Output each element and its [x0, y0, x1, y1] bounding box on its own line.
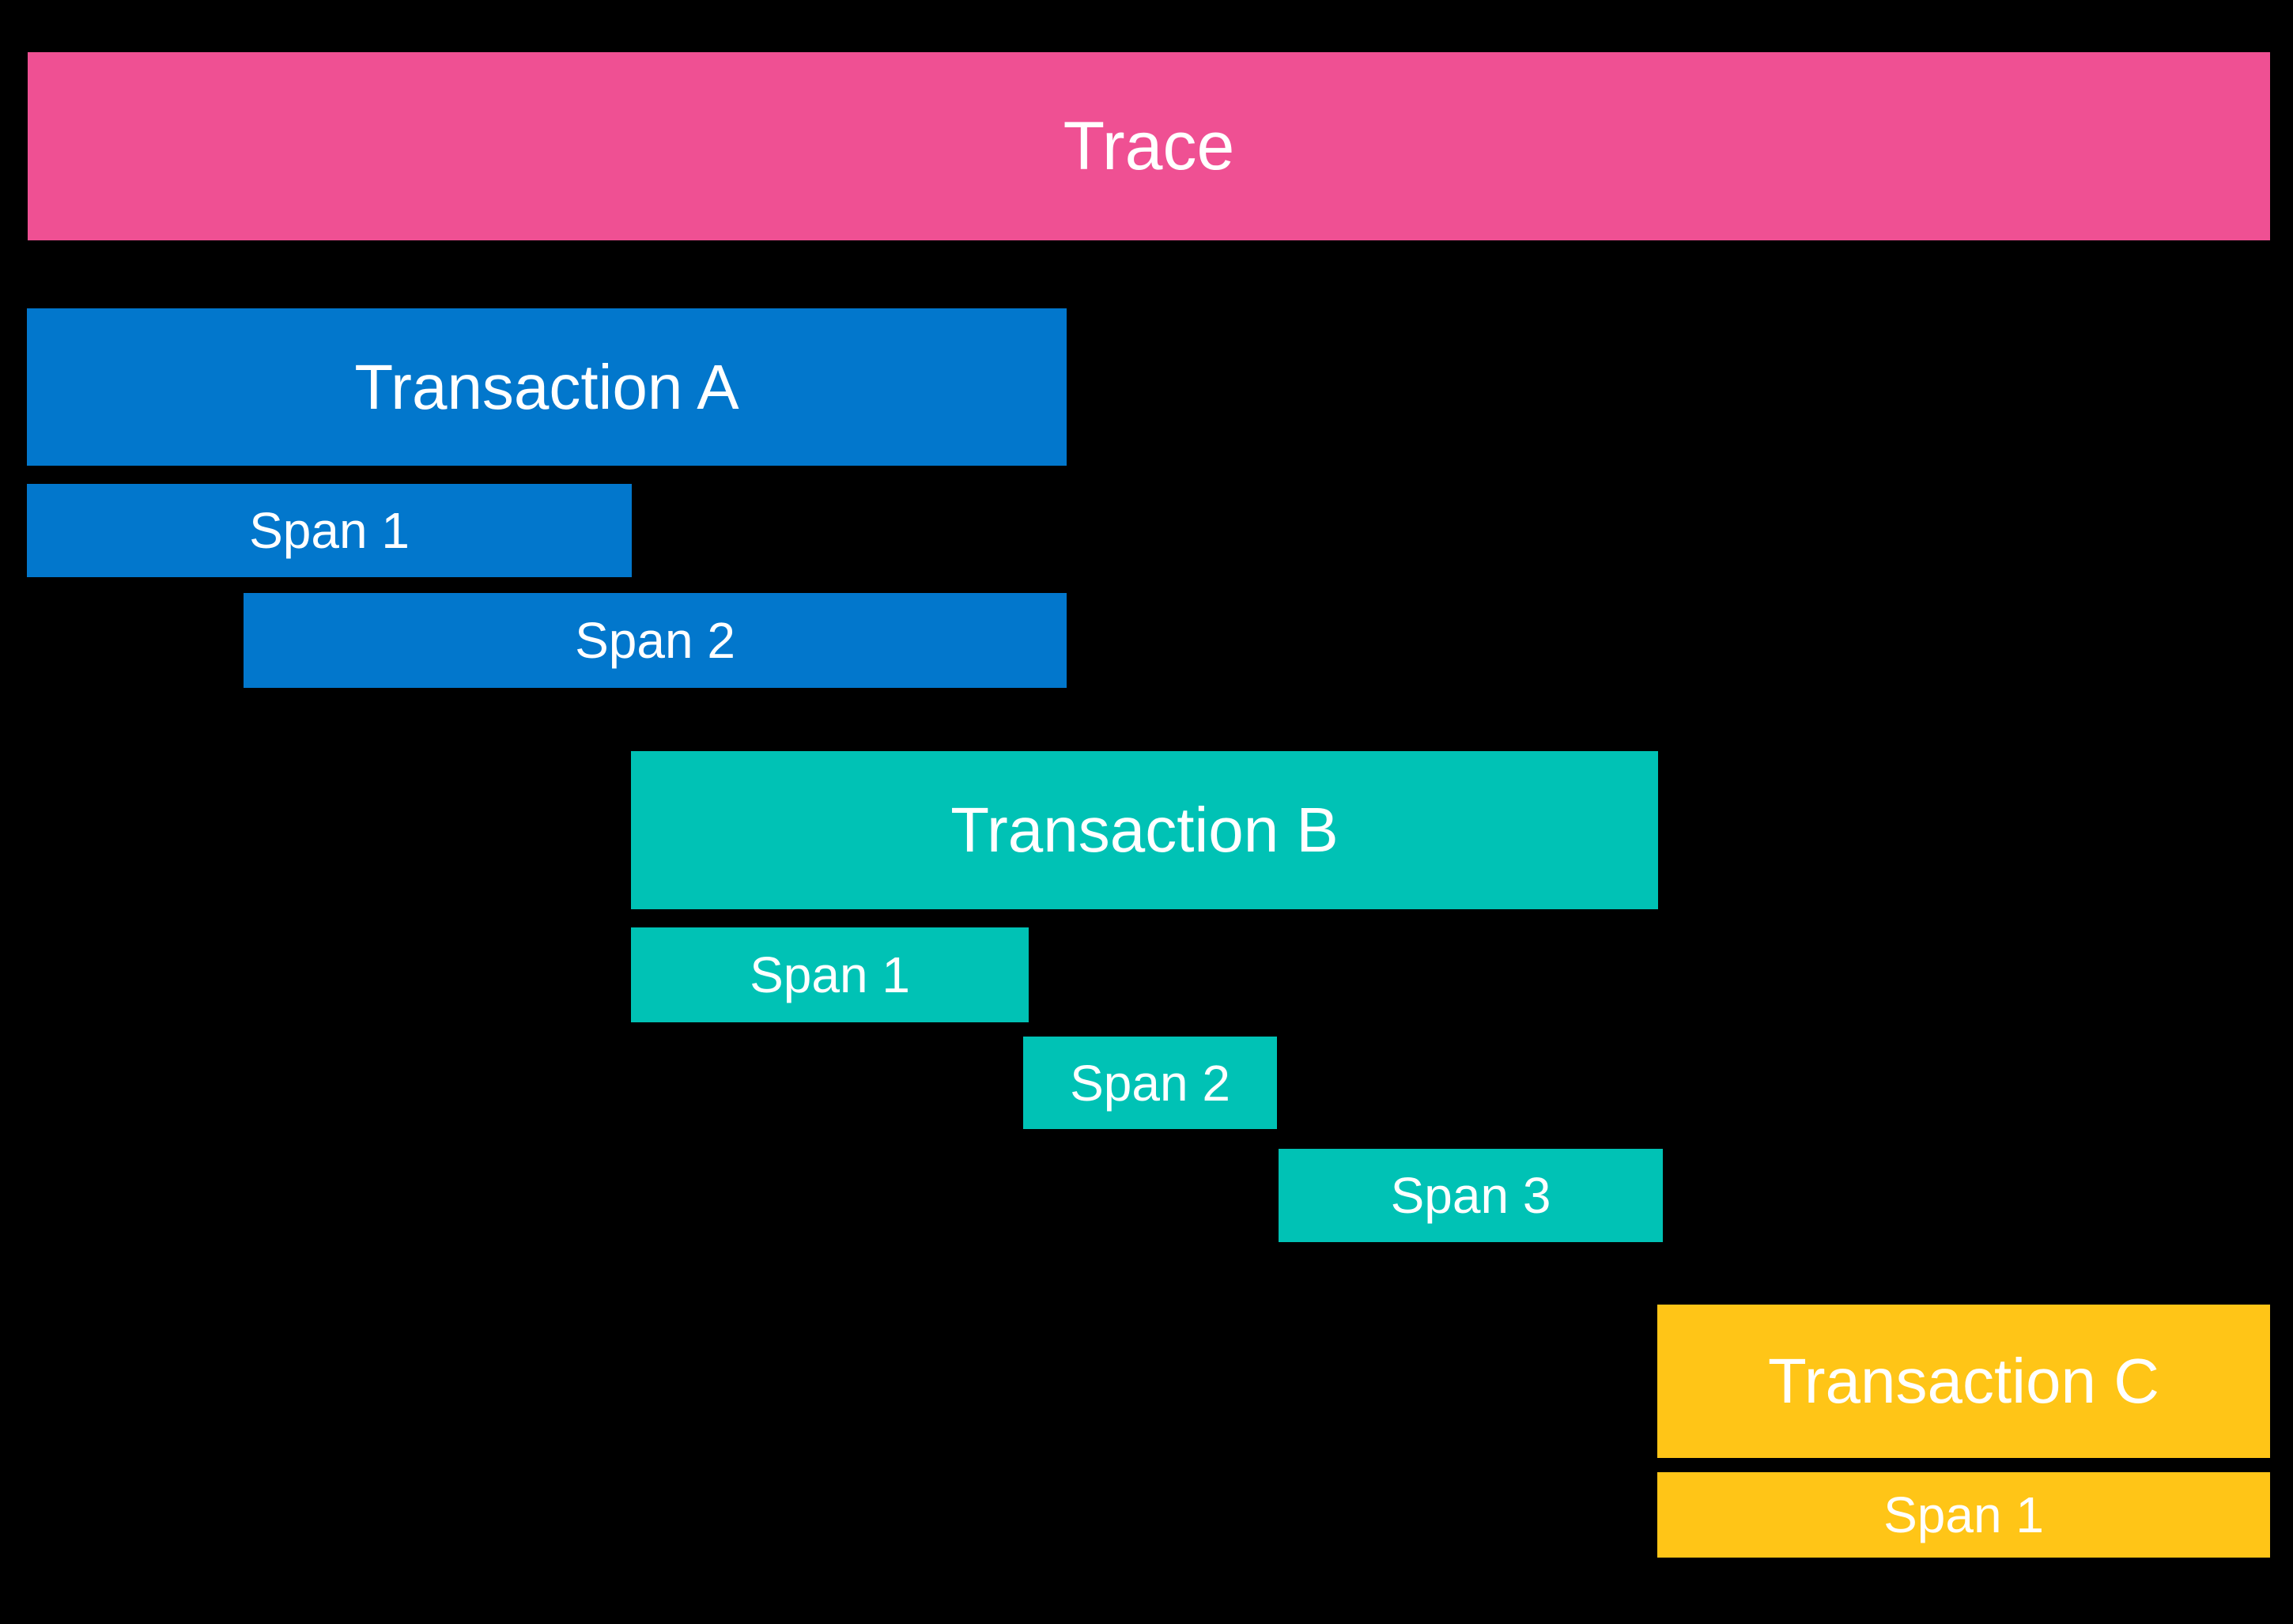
- span-bar[interactable]: Span 1: [631, 927, 1029, 1022]
- transaction-bar[interactable]: Transaction C: [1657, 1305, 2270, 1458]
- transaction-b-span-3-label: Span 3: [1390, 1167, 1551, 1224]
- transaction-b-span-1-label: Span 1: [750, 946, 910, 1003]
- span-bar[interactable]: Span 3: [1279, 1149, 1663, 1242]
- trace-label: Trace: [1063, 108, 1235, 184]
- transaction-a-label: Transaction A: [354, 351, 739, 422]
- transaction-c-span-1-label: Span 1: [1883, 1486, 2044, 1543]
- transaction-bar[interactable]: Transaction A: [27, 308, 1067, 466]
- span-bar[interactable]: Span 2: [244, 593, 1067, 688]
- transaction-b-label: Transaction B: [950, 795, 1339, 865]
- transaction-a-span-1-label: Span 1: [249, 502, 410, 559]
- transaction-c-label: Transaction C: [1768, 1346, 2159, 1416]
- transaction-bar[interactable]: Transaction B: [631, 751, 1658, 909]
- trace-bar[interactable]: Trace: [28, 52, 2270, 240]
- transaction-a-span-2-label: Span 2: [575, 612, 735, 669]
- span-bar[interactable]: Span 1: [27, 484, 632, 577]
- span-bar[interactable]: Span 1: [1657, 1472, 2270, 1558]
- transaction-b-span-2-label: Span 2: [1070, 1054, 1230, 1112]
- span-bar[interactable]: Span 2: [1023, 1037, 1277, 1129]
